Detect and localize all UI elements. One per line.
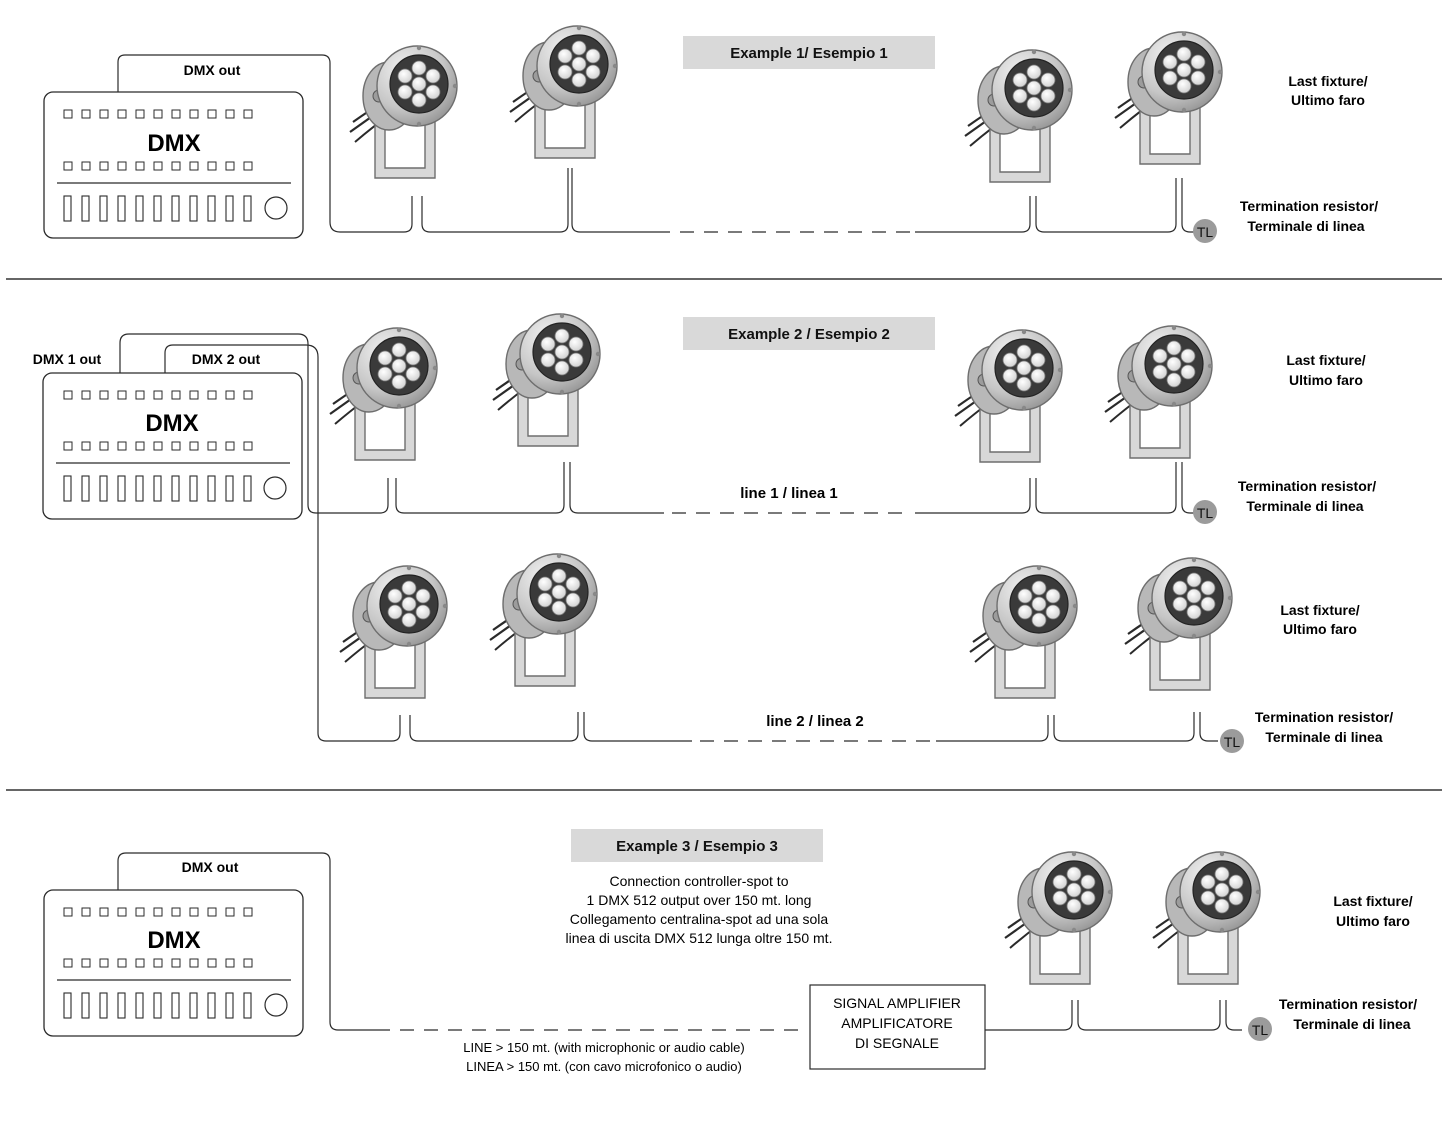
line-note: LINE > 150 mt. (with microphonic or audi… xyxy=(463,1040,744,1055)
signal-amplifier xyxy=(809,984,986,1070)
fixture-1 xyxy=(1003,850,1114,986)
dmx-controller: DMX out DMX xyxy=(43,54,413,239)
fixture-2 xyxy=(491,312,602,448)
indicator-row xyxy=(63,161,253,171)
controller-name: DMX xyxy=(145,410,198,437)
example-1: Example 1/ Esempio 1 DMX out DMX xyxy=(43,24,1378,243)
indicator-row xyxy=(63,109,253,119)
fixture-3 xyxy=(963,48,1074,184)
description-line: Connection controller-spot to xyxy=(610,873,789,889)
last-fixture-label: Ultimo faro xyxy=(1291,92,1365,108)
description-line: Collegamento centralina-spot ad una sola xyxy=(570,911,829,927)
example-title-box xyxy=(571,829,823,862)
controller-name: DMX xyxy=(147,130,200,157)
line-label: line 2 / linea 2 xyxy=(766,713,864,730)
dmx-cable-line-2 xyxy=(409,712,1218,742)
fixture-1 xyxy=(348,44,459,180)
dmx-controller: DMX 1 out DMX 2 out DMX xyxy=(33,333,401,742)
terminator-badge-label: TL xyxy=(1197,224,1214,240)
indicator-row xyxy=(63,441,253,451)
termination-label: Terminale di linea xyxy=(1246,498,1363,514)
example-title: Example 2 / Esempio 2 xyxy=(728,326,890,343)
termination-label: Termination resistor/ xyxy=(1279,996,1417,1012)
dmx-cable-line-1 xyxy=(395,462,1194,514)
amplifier-label: DI SEGNALE xyxy=(855,1035,939,1051)
fixture-6 xyxy=(488,552,599,688)
amplifier-label: AMPLIFICATORE xyxy=(841,1015,953,1031)
termination-label: Terminale di linea xyxy=(1293,1016,1410,1032)
fixture-2 xyxy=(508,24,619,160)
fixture-4 xyxy=(1103,324,1214,460)
terminator-badge xyxy=(1220,729,1244,753)
example-title-box xyxy=(683,317,935,350)
terminator-badge xyxy=(1193,219,1217,243)
fader-row xyxy=(63,475,252,502)
dmx-cable xyxy=(400,1000,1242,1031)
line-note: LINEA > 150 mt. (con cavo microfonico o … xyxy=(466,1059,742,1074)
example-title: Example 3 / Esempio 3 xyxy=(616,838,778,855)
example-title-box xyxy=(683,36,935,69)
termination-label: Terminale di linea xyxy=(1265,729,1382,745)
output-label: DMX 1 out xyxy=(33,351,102,367)
termination-label: Termination resistor/ xyxy=(1238,478,1376,494)
last-fixture-label: Last fixture/ xyxy=(1286,352,1365,368)
last-fixture-label: Ultimo faro xyxy=(1283,621,1357,637)
fixture-4 xyxy=(1113,30,1224,166)
description-line: 1 DMX 512 output over 150 mt. long xyxy=(587,892,812,908)
terminator-badge-label: TL xyxy=(1252,1022,1269,1038)
dmx-controller: DMX out DMX xyxy=(43,852,390,1037)
output-label: DMX out xyxy=(184,62,241,78)
controller-body xyxy=(43,889,304,1037)
fixture-2 xyxy=(1151,850,1262,986)
example-title: Example 1/ Esempio 1 xyxy=(730,45,888,62)
termination-label: Terminale di linea xyxy=(1247,218,1364,234)
fixture-1 xyxy=(328,326,439,462)
dmx-cable xyxy=(421,168,1194,233)
terminator-badge xyxy=(1248,1017,1272,1041)
line-label: line 1 / linea 1 xyxy=(740,485,838,502)
example-2: Example 2 / Esempio 2 DMX 1 out DMX 2 ou… xyxy=(33,312,1393,753)
output-label: DMX out xyxy=(182,859,239,875)
indicator-row xyxy=(63,390,253,400)
fader-row xyxy=(63,195,252,222)
last-fixture-label: Last fixture/ xyxy=(1280,602,1359,618)
knob xyxy=(263,476,287,500)
fixture-7 xyxy=(968,564,1079,700)
terminator-badge xyxy=(1193,500,1217,524)
termination-label: Termination resistor/ xyxy=(1255,709,1393,725)
controller-name: DMX xyxy=(147,927,200,954)
indicator-row xyxy=(63,907,253,917)
terminator-badge-label: TL xyxy=(1224,734,1241,750)
terminator-badge-label: TL xyxy=(1197,505,1214,521)
indicator-row xyxy=(63,958,253,968)
description-line: linea di uscita DMX 512 lunga oltre 150 … xyxy=(566,930,833,946)
fader-row xyxy=(63,992,252,1019)
amplifier-label: SIGNAL AMPLIFIER xyxy=(833,995,961,1011)
output-label: DMX 2 out xyxy=(192,351,261,367)
fixture-8 xyxy=(1123,556,1234,692)
last-fixture-label: Ultimo faro xyxy=(1289,372,1363,388)
last-fixture-label: Last fixture/ xyxy=(1333,893,1412,909)
termination-label: Termination resistor/ xyxy=(1240,198,1378,214)
knob xyxy=(264,993,288,1017)
last-fixture-label: Ultimo faro xyxy=(1336,913,1410,929)
controller-body xyxy=(43,91,304,239)
fixture-5 xyxy=(338,564,449,700)
last-fixture-label: Last fixture/ xyxy=(1288,73,1367,89)
fixture-3 xyxy=(953,328,1064,464)
example-3: Example 3 / Esempio 3 Connection control… xyxy=(43,829,1417,1074)
knob xyxy=(264,196,288,220)
